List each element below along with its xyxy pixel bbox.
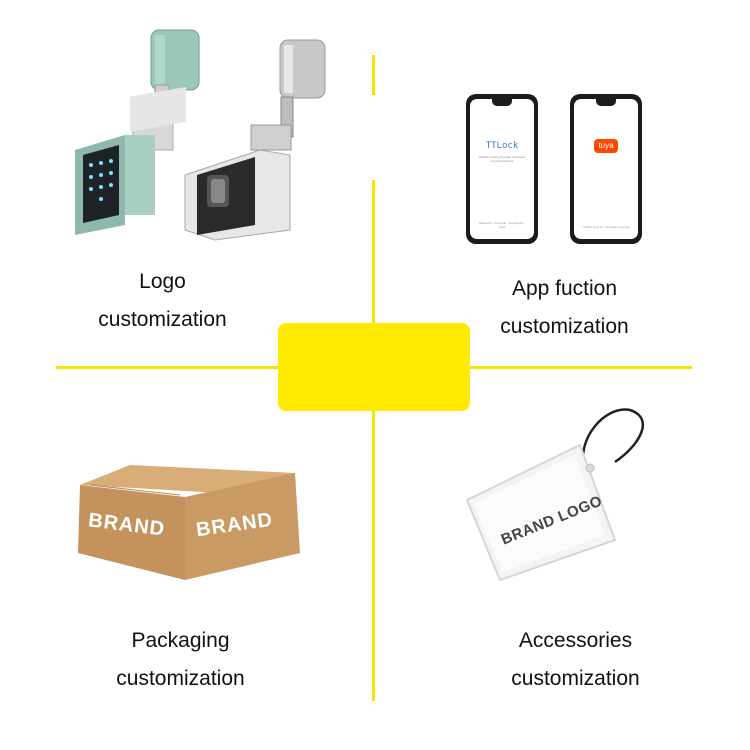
brand-box-image bbox=[78, 465, 300, 580]
center-highlight-box bbox=[278, 323, 470, 411]
caption-accessories-line2: customization bbox=[511, 667, 640, 690]
vertical-divider-bottom bbox=[372, 411, 375, 701]
phone-notch bbox=[492, 99, 512, 106]
caption-packaging-line1: Packaging bbox=[131, 629, 230, 652]
caption-logo-line2: customization bbox=[98, 308, 227, 331]
phone-tuya-screen: tuya ©2023 Tuya Inc. All rights reserved bbox=[574, 99, 638, 239]
caption-accessories-line1: Accessories bbox=[518, 629, 633, 652]
horizontal-divider-right bbox=[470, 366, 692, 369]
caption-app-line2: customization bbox=[500, 315, 629, 338]
key-tag-image bbox=[465, 408, 644, 582]
ttlock-app-subtitle: Global Leading Provider of Access Contro… bbox=[479, 155, 525, 163]
caption-app: App fuction customization bbox=[462, 270, 667, 346]
phone-ttlock-screen: TTLock Global Leading Provider of Access… bbox=[470, 99, 534, 239]
vertical-divider-top bbox=[372, 55, 375, 95]
phone-ttlock: TTLock Global Leading Provider of Access… bbox=[466, 94, 538, 244]
smart-lock-images bbox=[75, 29, 326, 241]
caption-logo-line1: Logo bbox=[139, 270, 186, 293]
phone-tuya: tuya ©2023 Tuya Inc. All rights reserved bbox=[570, 94, 642, 244]
ttlock-app-title: TTLock bbox=[485, 141, 519, 151]
caption-accessories: Accessories customization bbox=[473, 622, 678, 698]
caption-packaging: Packaging customization bbox=[78, 622, 283, 698]
ttlock-app-footer: Bluetooth · Keycode · Fingerprint · Card bbox=[479, 221, 525, 229]
phone-notch bbox=[596, 99, 616, 106]
silver-fingerprint-lock-icon bbox=[184, 39, 326, 241]
tuya-app-badge: tuya bbox=[594, 139, 618, 153]
tuya-app-footer: ©2023 Tuya Inc. All rights reserved bbox=[582, 225, 630, 229]
green-keypad-lock-icon bbox=[75, 29, 200, 235]
horizontal-divider-left bbox=[56, 366, 278, 369]
caption-logo: Logo customization bbox=[60, 263, 265, 339]
caption-app-line1: App fuction bbox=[511, 277, 618, 300]
vertical-divider-mid bbox=[372, 180, 375, 323]
caption-packaging-line2: customization bbox=[116, 667, 245, 690]
